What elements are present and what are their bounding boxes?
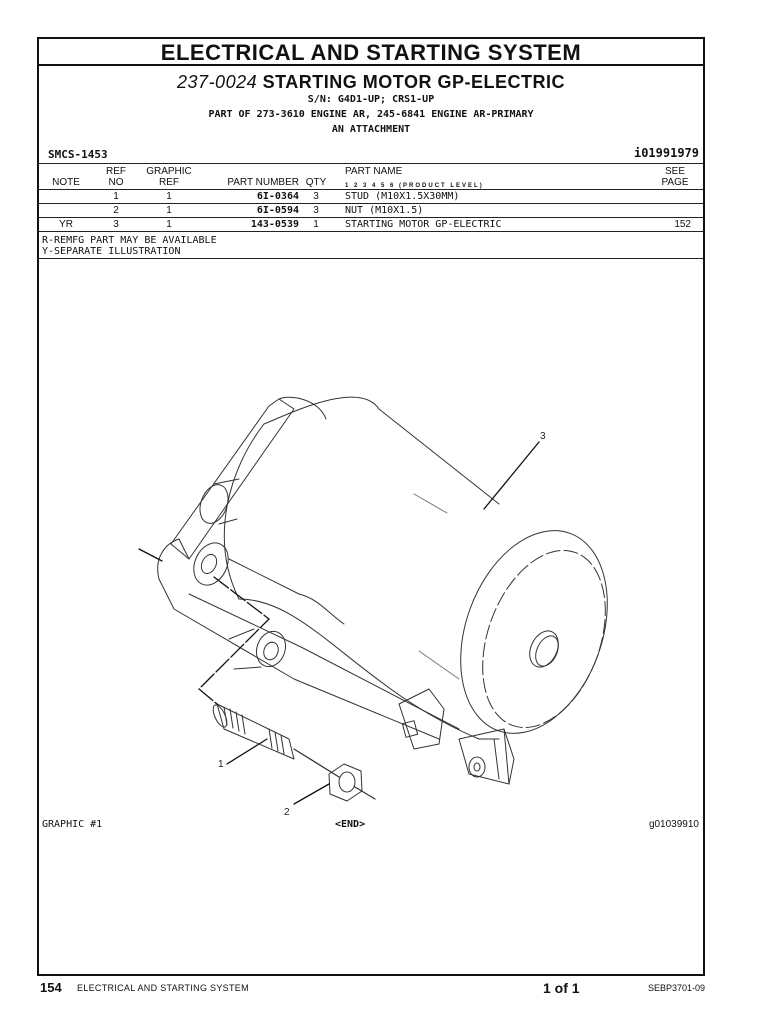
note-remfg: R-REMFG PART MAY BE AVAILABLE bbox=[42, 235, 217, 246]
header-graphic-ref: GRAPHIC bbox=[146, 166, 192, 177]
row-part-name: STARTING MOTOR GP-ELECTRIC bbox=[345, 219, 502, 230]
row-ref-no: 1 bbox=[113, 191, 119, 202]
row-part-number[interactable]: 6I-0594 bbox=[256, 205, 299, 216]
header-see-page: SEE bbox=[664, 166, 685, 177]
row-part-name: NUT (M10X1.5) bbox=[345, 205, 424, 216]
stud-part bbox=[212, 703, 340, 778]
header-part-number: PART NUMBER bbox=[227, 177, 299, 188]
header-note: NOTE bbox=[52, 177, 80, 188]
row-rule bbox=[39, 231, 703, 232]
row-qty: 3 bbox=[313, 205, 319, 216]
footer-section: ELECTRICAL AND STARTING SYSTEM bbox=[77, 983, 249, 993]
row-rule bbox=[39, 217, 703, 218]
starting-motor-illustration: 3 1 2 bbox=[138, 396, 608, 818]
row-ref-no: 2 bbox=[113, 205, 119, 216]
row-part-number[interactable]: 6I-0364 bbox=[256, 191, 299, 202]
row-note: YR bbox=[59, 219, 73, 230]
group-name: STARTING MOTOR GP-ELECTRIC bbox=[262, 72, 565, 92]
header-ref-no: REF bbox=[106, 166, 126, 177]
group-header: 237-0024 STARTING MOTOR GP-ELECTRIC S/N:… bbox=[39, 66, 703, 137]
header-see-page: PAGE bbox=[661, 177, 689, 188]
illustration-id: i01991979 bbox=[633, 146, 699, 160]
header-product-level: 1 2 3 4 5 6 (PRODUCT LEVEL) bbox=[345, 183, 484, 189]
leader-3 bbox=[483, 441, 540, 510]
row-part-number[interactable]: 143-0539 bbox=[250, 219, 299, 230]
serial-range: S/N: G4D1-UP; CRS1-UP bbox=[307, 94, 435, 105]
header-qty: QTY bbox=[305, 177, 327, 188]
part-of: PART OF 273-3610 ENGINE AR, 245-6841 ENG… bbox=[208, 109, 534, 120]
mounting-bracket bbox=[157, 396, 460, 740]
row-ref-no: 3 bbox=[113, 219, 119, 230]
page-number: 154 bbox=[40, 980, 62, 995]
row-graphic-ref: 1 bbox=[166, 191, 172, 202]
row-qty: 1 bbox=[313, 219, 319, 230]
callout-3: 3 bbox=[540, 431, 546, 442]
connector bbox=[398, 688, 515, 785]
section-title: ELECTRICAL AND STARTING SYSTEM bbox=[39, 39, 703, 66]
table-header-rule bbox=[39, 189, 703, 190]
callout-2: 2 bbox=[284, 807, 290, 818]
header-graphic-ref: REF bbox=[159, 177, 179, 188]
header-part-name: PART NAME bbox=[345, 166, 403, 177]
nut-part bbox=[328, 763, 376, 802]
group-number: 237-0024 bbox=[177, 72, 258, 92]
header-ref-no: NO bbox=[108, 177, 124, 188]
group-title: 237-0024 STARTING MOTOR GP-ELECTRIC bbox=[39, 72, 703, 92]
row-see-page[interactable]: 152 bbox=[674, 219, 691, 230]
row-graphic-ref: 1 bbox=[166, 205, 172, 216]
graphic-label: GRAPHIC #1 bbox=[42, 819, 103, 830]
table-top-rule bbox=[39, 163, 703, 164]
attachment-label: AN ATTACHMENT bbox=[331, 124, 411, 135]
graphic-id: g01039910 bbox=[648, 819, 699, 830]
motor-body bbox=[223, 396, 608, 740]
row-qty: 3 bbox=[313, 191, 319, 202]
notes-rule bbox=[39, 258, 703, 259]
page-of: 1 of 1 bbox=[543, 980, 580, 996]
leader-lines bbox=[138, 441, 540, 805]
page-footer: 154 ELECTRICAL AND STARTING SYSTEM 1 of … bbox=[40, 980, 705, 1000]
document-id: SEBP3701-09 bbox=[647, 983, 705, 993]
leader-2 bbox=[293, 783, 330, 805]
row-graphic-ref: 1 bbox=[166, 219, 172, 230]
row-rule bbox=[39, 203, 703, 204]
note-separate-illustration: Y-SEPARATE ILLUSTRATION bbox=[42, 246, 181, 257]
end-marker: <END> bbox=[335, 819, 366, 830]
leader-1 bbox=[226, 738, 268, 765]
callout-1: 1 bbox=[218, 759, 224, 770]
notes-legend: R-REMFG PART MAY BE AVAILABLE Y-SEPARATE… bbox=[42, 235, 217, 257]
smcs-code: SMCS-1453 bbox=[48, 148, 108, 161]
row-part-name: STUD (M10X1.5X30MM) bbox=[345, 191, 460, 202]
page-frame: ELECTRICAL AND STARTING SYSTEM 237-0024 … bbox=[37, 37, 705, 976]
